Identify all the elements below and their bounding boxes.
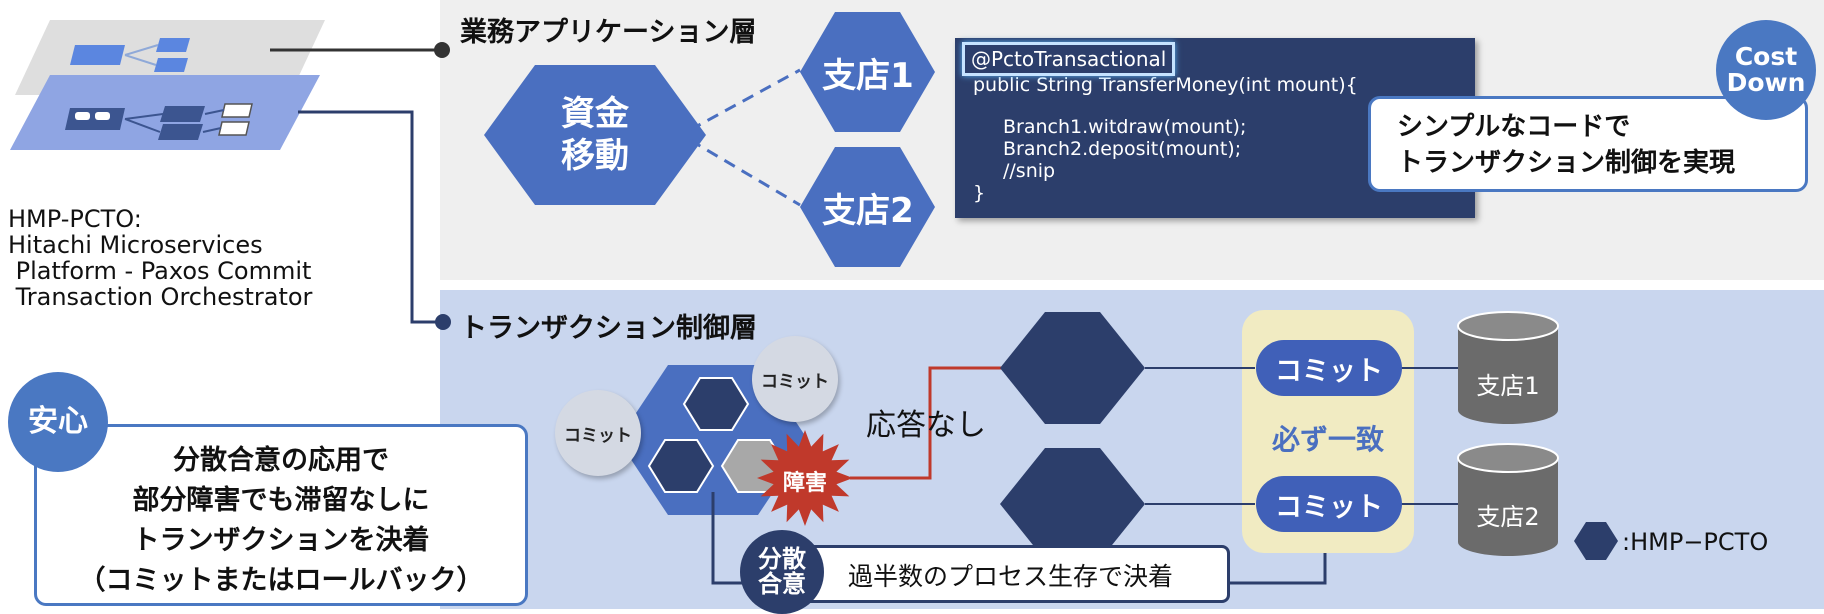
failure-label: 障害: [782, 471, 827, 496]
database-branch2: [1457, 443, 1559, 556]
code-line-comment: //snip: [1003, 160, 1056, 182]
legend-hex-icon: [1574, 522, 1618, 560]
commit-bubble-left: コミット: [555, 390, 641, 476]
pcto-node-hex-1: [1000, 312, 1145, 424]
branch2-label: 支店2: [822, 190, 914, 231]
dashed-link-branch2: [689, 138, 801, 207]
commit-pill-1: コミット: [1256, 340, 1402, 396]
safety-badge: 安心: [8, 372, 108, 472]
db-branch1-label: 支店1: [1476, 372, 1540, 400]
fund-transfer-label: 資金 移動: [561, 94, 629, 176]
fund-transfer-hex: [484, 65, 706, 205]
code-line-deposit: Branch2.deposit(mount);: [1003, 138, 1242, 160]
no-response-line: [850, 366, 1010, 480]
transaction-layer-title: トランザクション制御層: [460, 313, 757, 344]
code-line-withdraw: Branch1.witdraw(mount);: [1003, 116, 1247, 138]
cost-down-badge: Cost Down: [1716, 20, 1816, 120]
consensus-box: [800, 545, 1230, 603]
code-line-signature: public String TransferMoney(int mount){: [973, 74, 1358, 96]
lower-connector-line: [298, 110, 440, 324]
pcto-annotation: @PctoTransactional: [962, 42, 1176, 76]
hmp-pcto-description: HMP-PCTO: Hitachi Microservices Platform…: [8, 205, 313, 311]
app-layer-title: 業務アプリケーション層: [460, 17, 757, 48]
pcto-node-hex-2: [1000, 448, 1145, 560]
code-line-close-brace: }: [973, 182, 986, 204]
failure-starburst: [757, 430, 853, 526]
database-branch1: [1457, 311, 1559, 424]
commit-bubble-right: コミット: [752, 336, 838, 422]
consensus-badge: 分散 合意: [740, 530, 824, 614]
consensus-text: 過半数のプロセス生存で決着: [848, 562, 1174, 591]
branch2-hex: [800, 147, 935, 267]
always-consistent-label: 必ず一致: [1271, 423, 1384, 456]
no-response-label: 応答なし: [866, 408, 986, 443]
commit-pill-2: コミット: [1256, 476, 1402, 532]
safety-callout: 分散合意の応用で 部分障害でも滞留なしに トランザクションを決着 （コミットまた…: [34, 424, 528, 606]
simple-code-callout: シンプルなコードで トランザクション制御を実現: [1368, 96, 1808, 192]
legend-label: :HMP−PCTO: [1622, 528, 1769, 556]
branch1-hex: [800, 12, 935, 132]
branch1-label: 支店1: [822, 55, 914, 96]
dashed-link-branch1: [689, 68, 801, 132]
db-branch2-label: 支店2: [1476, 503, 1540, 531]
